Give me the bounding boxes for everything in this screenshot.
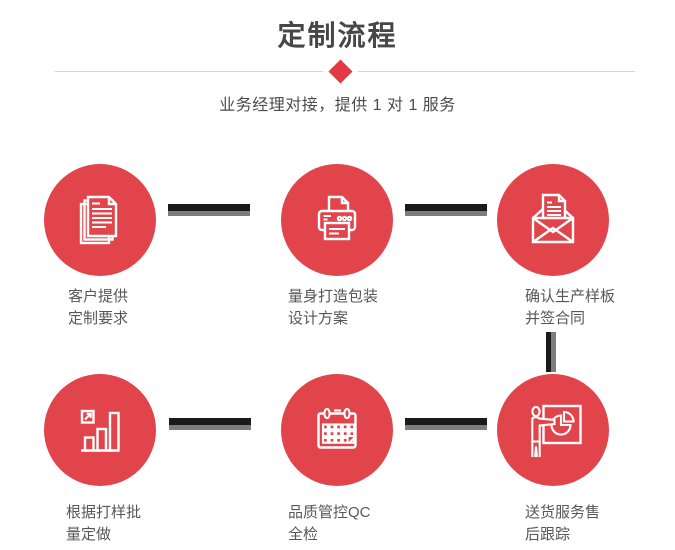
step-circle [497, 164, 609, 276]
step-label-line: 客户提供 [68, 288, 129, 305]
page-subtitle: 业务经理对接，提供 1 对 1 服务 [219, 97, 456, 114]
bar-chart-icon [80, 409, 120, 452]
step-label-line: 品质管控QC [288, 504, 371, 521]
connector-horizontal [405, 204, 487, 216]
step-circle [281, 164, 393, 276]
step-circle [497, 374, 609, 486]
page-title: 定制流程 [277, 20, 398, 51]
step-label-line: 并签合同 [525, 310, 586, 327]
connector-horizontal [405, 418, 487, 430]
connector-horizontal [169, 418, 251, 430]
step-label-line: 全检 [288, 526, 319, 543]
documents-icon [79, 195, 118, 245]
connector-vertical [546, 332, 556, 372]
step-label-line: 定制要求 [68, 310, 129, 327]
step-label-line: 送货服务售 [525, 504, 601, 521]
step-label: 确认生产样板 并签合同 [525, 286, 615, 330]
step-circle [44, 374, 156, 486]
presenter-icon [531, 404, 582, 458]
step-label-line: 后跟踪 [525, 526, 571, 543]
envelope-icon [531, 193, 575, 244]
step-circle [44, 164, 156, 276]
step-label-line: 量定做 [66, 526, 112, 543]
step-label-line: 根据打样批 [66, 504, 142, 521]
connector-horizontal [168, 204, 250, 216]
step-circle [281, 374, 393, 486]
diamond-icon [328, 59, 353, 84]
step-label-line: 确认生产样板 [525, 288, 616, 305]
step-label: 根据打样批 量定做 [66, 502, 141, 546]
step-label: 客户提供 定制要求 [68, 286, 128, 330]
step-label: 品质管控QC 全检 [288, 502, 371, 546]
calendar-icon [317, 407, 357, 449]
step-label-line: 设计方案 [288, 310, 349, 327]
step-label: 量身打造包装 设计方案 [288, 286, 378, 330]
step-label-line: 量身打造包装 [288, 288, 379, 305]
printer-icon [317, 195, 357, 241]
step-label: 送货服务售 后跟踪 [525, 502, 600, 546]
